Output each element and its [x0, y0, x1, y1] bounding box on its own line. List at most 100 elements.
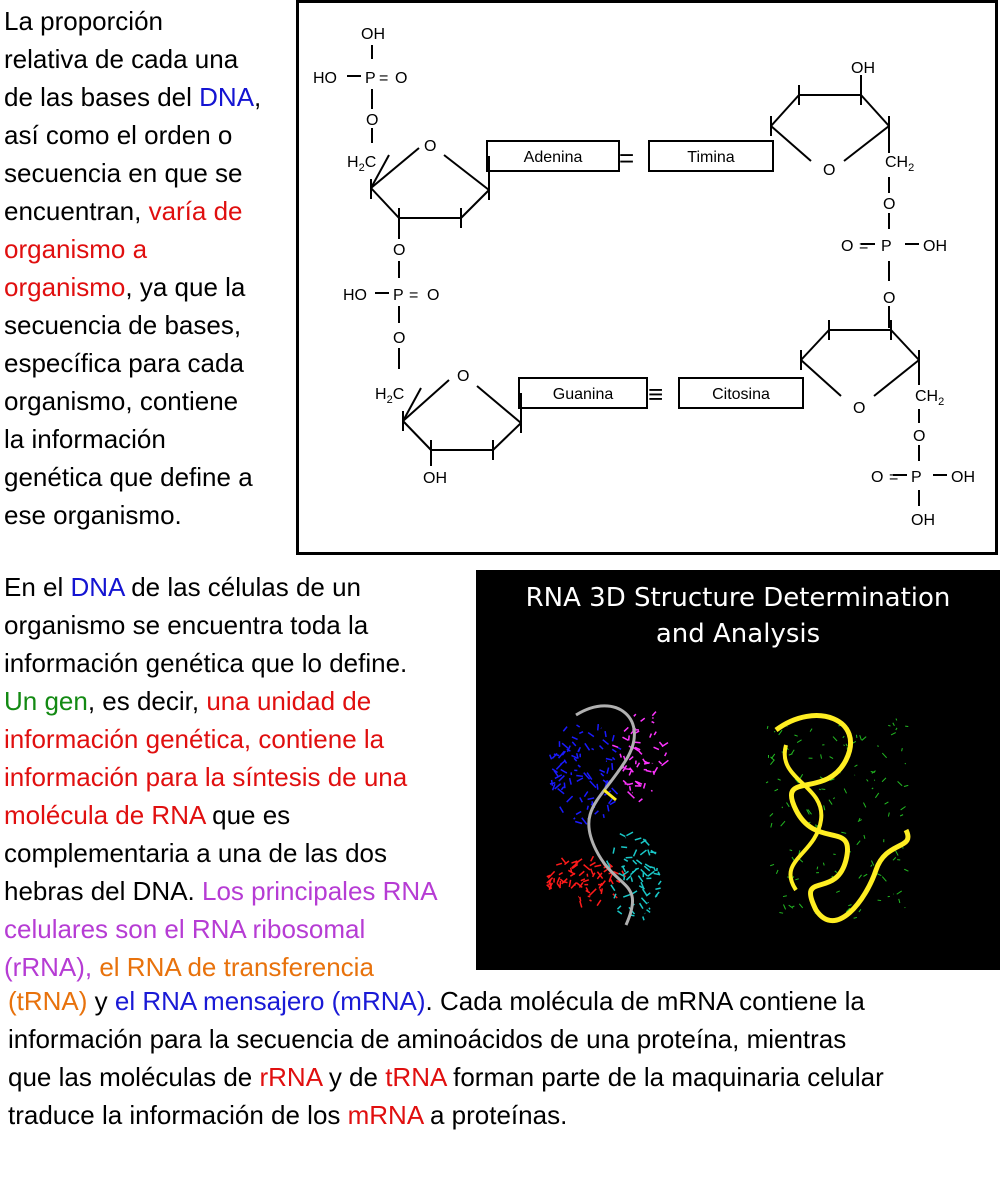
- svg-text:O: O: [913, 428, 925, 445]
- intro-paragraph: La proporción relativa de cada una de las …: [4, 2, 261, 534]
- highlighted-text: organismo: [4, 272, 126, 302]
- svg-text:P: P: [881, 238, 892, 255]
- text-segment: específica para cada: [4, 348, 244, 378]
- text-segment: que las moléculas de: [8, 1062, 260, 1092]
- svg-text:=: =: [889, 469, 898, 486]
- highlighted-text: el RNA de transferencia: [99, 952, 374, 982]
- text-segment: . Cada molécula de mRNA contiene la: [425, 986, 865, 1016]
- highlighted-text: tRNA: [385, 1062, 446, 1092]
- svg-text:OH: OH: [951, 469, 975, 486]
- svg-text:O: O: [871, 469, 883, 486]
- text-segment: secuencia de bases,: [4, 310, 242, 340]
- text-segment: , es decir,: [87, 686, 207, 716]
- dna-structure-diagram: OH HO P = O O H2C O O HO P = O O H2C O O…: [296, 0, 998, 555]
- text-segment: organismo, contiene: [4, 386, 239, 416]
- text-segment: que es: [204, 800, 291, 830]
- text-segment: hebras del DNA.: [4, 876, 202, 906]
- phosphate-ho-label: HO: [313, 70, 337, 87]
- base-timina: Timina: [687, 149, 735, 166]
- text-segment: organismo se encuentra toda la: [4, 610, 369, 640]
- highlighted-text: rRNA: [259, 1062, 322, 1092]
- text-segment: secuencia en que se: [4, 158, 243, 188]
- text-line: ese organismo.: [4, 496, 261, 534]
- text-line: información para la secuencia de aminoác…: [8, 1020, 884, 1058]
- text-line: celulares son el RNA ribosomal: [4, 910, 438, 948]
- text-segment: forman parte de la maquinaria celular: [445, 1062, 884, 1092]
- highlighted-text: celulares son el RNA ribosomal: [4, 914, 366, 944]
- phosphate-o-label: O: [395, 70, 407, 87]
- text-segment: y: [87, 986, 115, 1016]
- svg-text:O: O: [883, 196, 895, 213]
- text-line: secuencia en que se: [4, 154, 261, 192]
- text-line: de las bases del DNA,: [4, 78, 261, 116]
- text-segment: traduce la información de los: [8, 1100, 348, 1130]
- highlighted-text: (tRNA): [8, 986, 88, 1016]
- text-segment: a proteínas.: [422, 1100, 568, 1130]
- text-line: La proporción: [4, 2, 261, 40]
- highlighted-text: información para la síntesis de una: [4, 762, 408, 792]
- text-line: que las moléculas de rRNA y de tRNA form…: [8, 1058, 884, 1096]
- svg-text:O: O: [457, 368, 469, 385]
- text-line: la información: [4, 420, 261, 458]
- base-citosina: Citosina: [712, 386, 770, 403]
- svg-text:H2C: H2C: [375, 386, 404, 406]
- text-line: información genética que lo define.: [4, 644, 438, 682]
- svg-text:=: =: [859, 238, 868, 255]
- svg-text:P: P: [911, 469, 922, 486]
- svg-text:OH: OH: [851, 60, 875, 77]
- svg-text:CH2: CH2: [885, 154, 914, 174]
- text-segment: genética que define a: [4, 462, 253, 492]
- rna-molecule-ribbon: [765, 713, 911, 924]
- text-line: molécula de RNA que es: [4, 796, 438, 834]
- svg-text:O: O: [427, 287, 439, 304]
- phosphate-p-label: P: [365, 70, 376, 87]
- svg-text:H2C: H2C: [347, 154, 376, 174]
- svg-text:OH: OH: [423, 470, 447, 487]
- svg-text:O: O: [393, 330, 405, 347]
- svg-text:OH: OH: [923, 238, 947, 255]
- text-line: En el DNA de las células de un: [4, 568, 438, 606]
- svg-text:HO: HO: [343, 287, 367, 304]
- text-line: información para la síntesis de una: [4, 758, 438, 796]
- highlighted-text: organismo a: [4, 234, 148, 264]
- highlighted-text: mRNA: [347, 1100, 423, 1130]
- highlighted-text: varía de: [148, 196, 243, 226]
- svg-text:O: O: [853, 400, 865, 417]
- highlighted-text: molécula de RNA: [4, 800, 205, 830]
- dna-diagram-svg: OH HO P = O O H2C O O HO P = O O H2C O O…: [313, 26, 975, 529]
- svg-text:O: O: [823, 162, 835, 179]
- text-line: genética que define a: [4, 458, 261, 496]
- base-guanina: Guanina: [553, 386, 614, 403]
- text-segment: encuentran,: [4, 196, 149, 226]
- mrna-paragraph: (tRNA) y el RNA mensajero (mRNA). Cada m…: [8, 982, 884, 1134]
- text-line: encuentran, varía de: [4, 192, 261, 230]
- gene-paragraph: En el DNA de las células de un organismo …: [4, 568, 438, 986]
- svg-text:OH: OH: [911, 512, 935, 529]
- phosphate-oh-label: OH: [361, 26, 385, 43]
- text-segment: información para la secuencia de aminoác…: [8, 1024, 847, 1054]
- text-segment: , ya que la: [125, 272, 246, 302]
- double-hydrogen-bond: =: [619, 143, 634, 173]
- text-line: hebras del DNA. Los principales RNA: [4, 872, 438, 910]
- svg-text:O: O: [393, 242, 405, 259]
- text-segment: relativa de cada una: [4, 44, 239, 74]
- svg-text:=: =: [379, 70, 388, 87]
- text-line: complementaria a una de las dos: [4, 834, 438, 872]
- text-line: información genética, contiene la: [4, 720, 438, 758]
- text-segment: de las bases del: [4, 82, 200, 112]
- text-segment: de las células de un: [123, 572, 362, 602]
- text-line: (tRNA) y el RNA mensajero (mRNA). Cada m…: [8, 982, 884, 1020]
- rna-molecule-renderings: [546, 704, 911, 926]
- text-segment: ese organismo.: [4, 500, 182, 530]
- highlighted-text: una unidad de: [206, 686, 372, 716]
- svg-text:O: O: [841, 238, 853, 255]
- text-line: organismo, contiene: [4, 382, 261, 420]
- triple-hydrogen-bond: ≡: [648, 379, 663, 409]
- highlighted-text: (rRNA),: [4, 952, 100, 982]
- highlighted-text: Un gen: [4, 686, 88, 716]
- text-line: organismo a: [4, 230, 261, 268]
- svg-text:O: O: [883, 290, 895, 307]
- highlighted-text: DNA: [199, 82, 255, 112]
- text-segment: En el: [4, 572, 71, 602]
- base-adenina: Adenina: [524, 149, 583, 166]
